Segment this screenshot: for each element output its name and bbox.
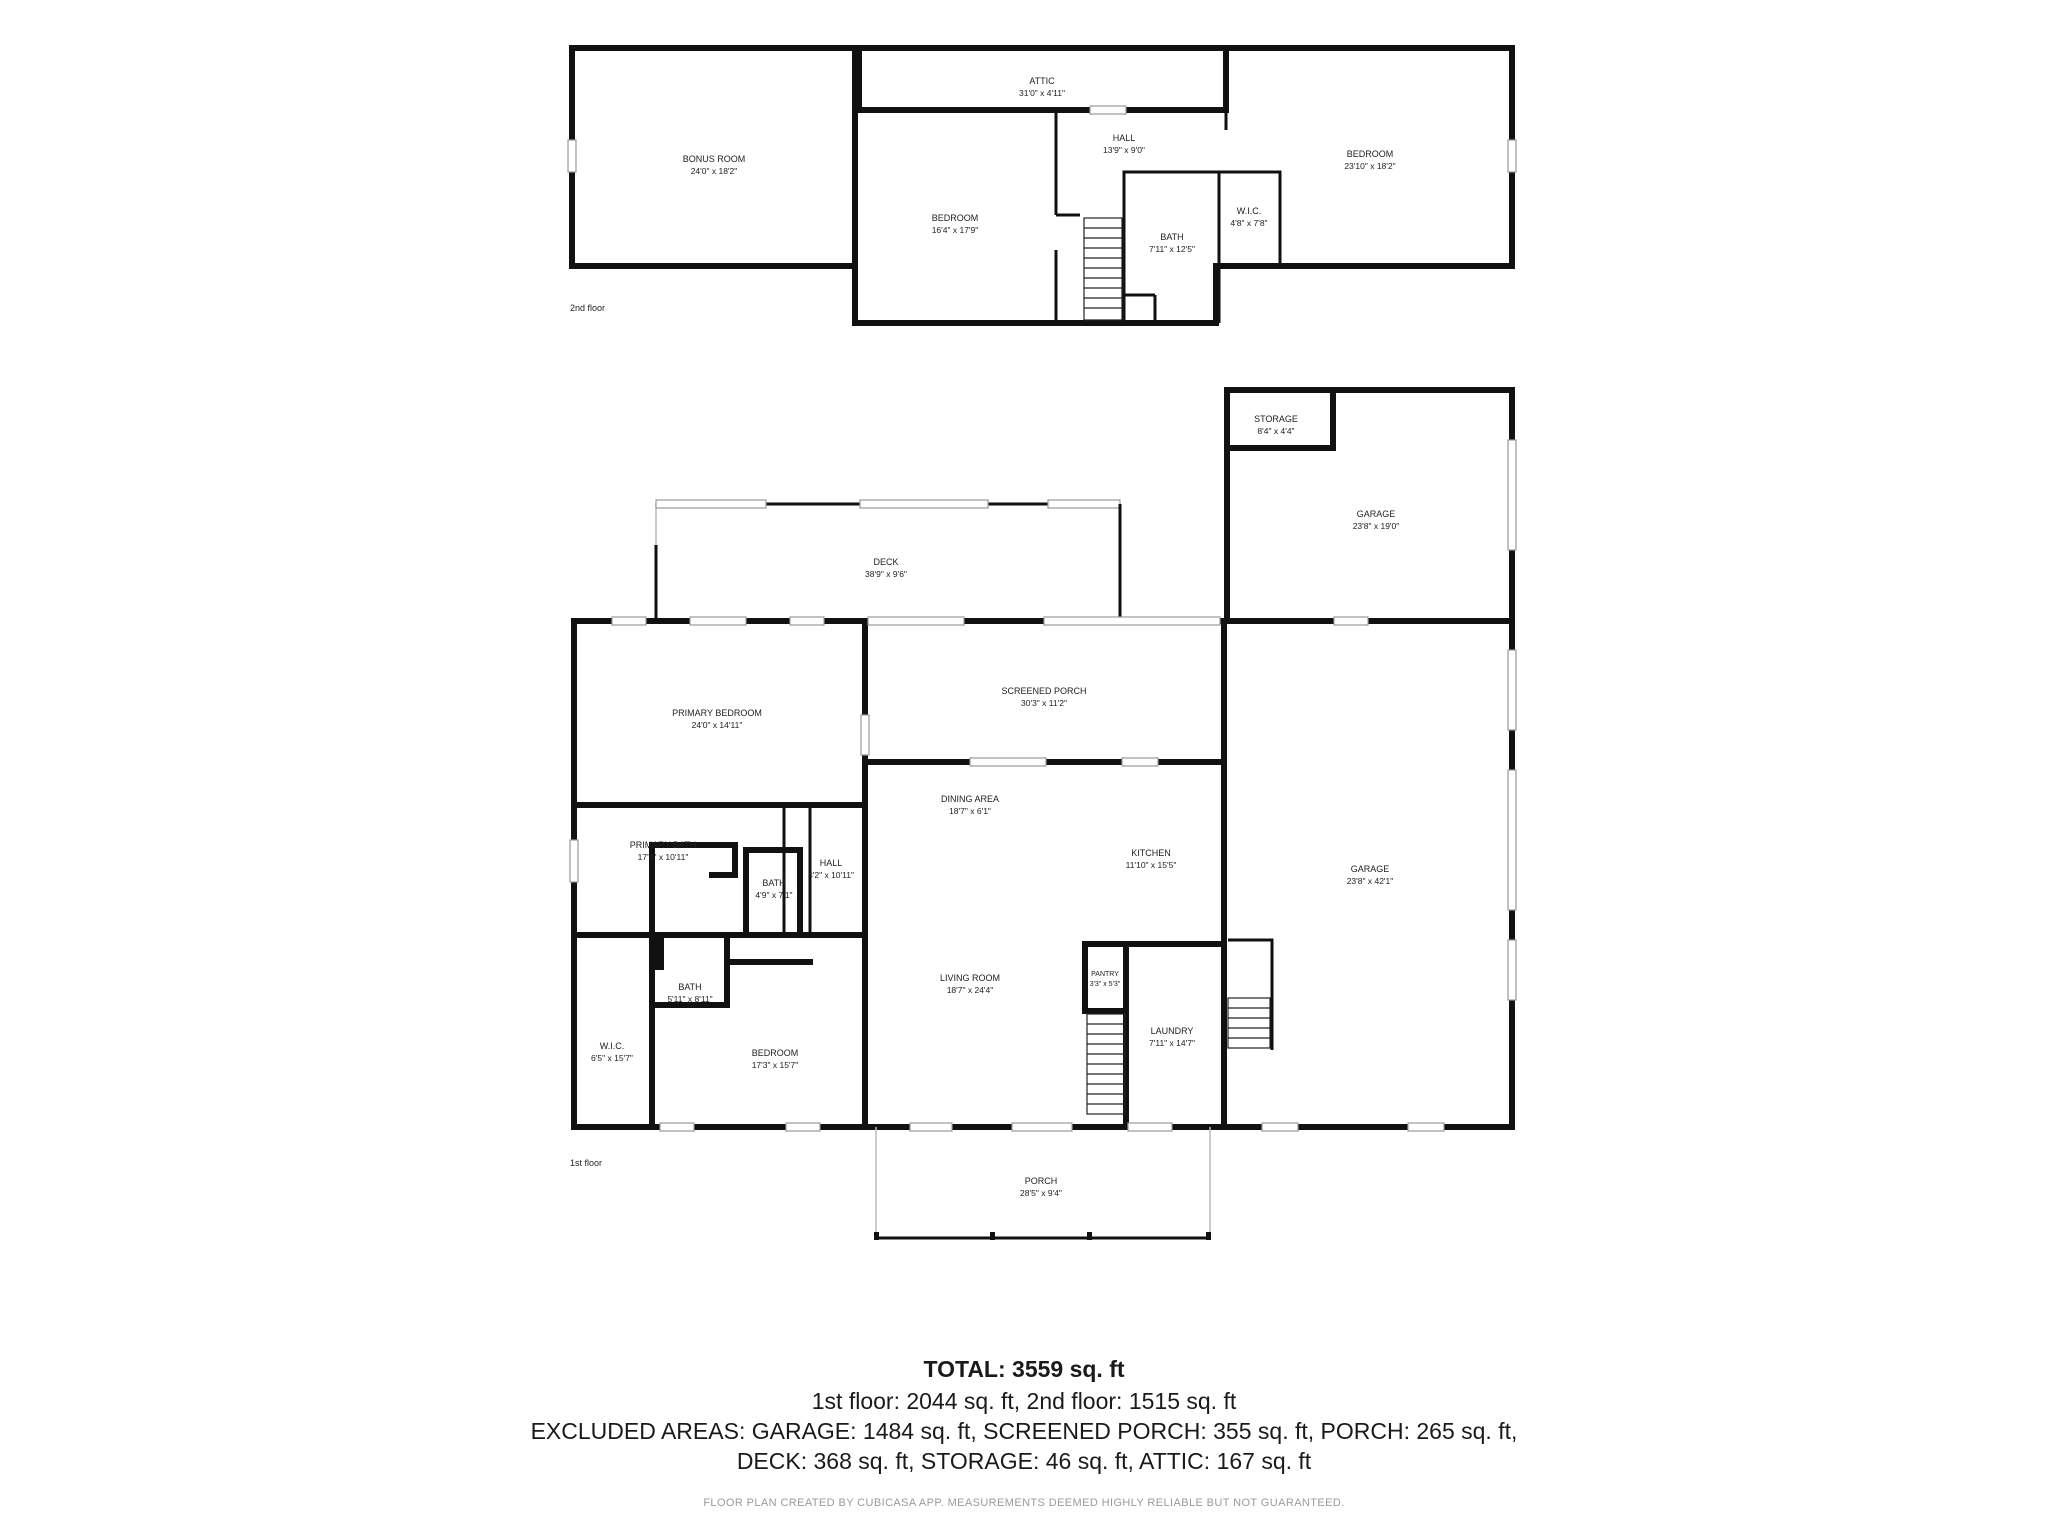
excluded-areas-line-2: DECK: 368 sq. ft, STORAGE: 46 sq. ft, AT… [736,1448,1312,1474]
floor-areas: 1st floor: 2044 sq. ft, 2nd floor: 1515 … [811,1388,1237,1414]
floor-label: 1st floor [570,1158,602,1168]
room-name: W.I.C. [600,1041,625,1051]
room-name: PORCH [1025,1176,1058,1186]
room-dim: 11'10" x 15'5" [1126,860,1177,870]
room-name: LAUNDRY [1151,1026,1194,1036]
room-dim: 18'7" x 6'1" [949,806,991,816]
room-name: HALL [1113,133,1136,143]
room-name: BEDROOM [752,1048,799,1058]
room-dim: 28'5" x 9'4" [1020,1188,1062,1198]
room-name: DECK [873,557,898,567]
room-dim: 23'8" x 42'1" [1347,876,1394,886]
room-name: GARAGE [1357,509,1396,519]
room-name: PRIMARY BEDROOM [672,708,762,718]
room-name: ATTIC [1029,76,1055,86]
room-name: KITCHEN [1131,848,1171,858]
room-dim: 5'11" x 8'11" [667,994,712,1004]
room-dim: 7'11" x 12'5" [1149,244,1195,254]
room-dim: 31'0" x 4'11" [1019,88,1065,98]
room-dim: 4'8" x 7'8" [1230,218,1267,228]
room-name: HALL [820,858,843,868]
total-area: TOTAL: 3559 sq. ft [923,1356,1125,1382]
room-name: LIVING ROOM [940,973,1000,983]
room-dim: 38'9" x 9'6" [865,569,907,579]
excluded-areas-line-1: EXCLUDED AREAS: GARAGE: 1484 sq. ft, SCR… [530,1418,1518,1444]
room-dim: 16'4" x 17'9" [932,225,979,235]
stairs-icon [1083,217,1123,321]
room-dim: 8'4" x 4'4" [1257,426,1294,436]
room-dim: 6'5" x 15'7" [591,1053,633,1063]
room-dim: 4'9" x 7'1" [755,890,792,900]
room-dim: 13'9" x 9'0" [1103,145,1145,155]
room-dim: 18'7" x 24'4" [947,985,994,995]
room-name: GARAGE [1351,864,1390,874]
room-dim: 23'8" x 19'0" [1353,521,1400,531]
disclaimer: FLOOR PLAN CREATED BY CUBICASA APP. MEAS… [703,1497,1345,1509]
room-name: PRIMARY BATH [630,840,697,850]
room-name: BATH [1160,232,1183,242]
stairs-icon [1227,938,1274,1050]
room-dim: 17'4" x 10'11" [638,852,689,862]
room-name: BATH [762,878,785,888]
room-name: W.I.C. [1237,206,1262,216]
room-name: BATH [678,982,701,992]
room-name: DINING AREA [941,794,999,804]
room-dim: 23'10" x 18'2" [1344,161,1395,171]
room-dim: 30'3" x 11'2" [1021,698,1067,708]
room-dim: 3'3" x 5'3" [1090,981,1121,988]
room-dim: 24'0" x 18'2" [691,166,738,176]
floor-label: 2nd floor [570,303,605,313]
room-name: SCREENED PORCH [1001,686,1086,696]
room-dim: 24'0" x 14'11" [692,720,743,730]
stairs-icon [1086,1013,1126,1115]
room-name: STORAGE [1254,414,1298,424]
room-dim: 4'2" x 10'11" [808,870,854,880]
room-dim: 7'11" x 14'7" [1149,1038,1195,1048]
second-floor-plan: BONUS ROOM 24'0" x 18'2" ATTIC 31'0" x 4… [567,45,1517,326]
room-name: BEDROOM [932,213,979,223]
room-dim: 17'3" x 15'7" [752,1060,799,1070]
room-name: BONUS ROOM [683,154,746,164]
first-floor-plan: STORAGE 8'4" x 4'4" GARAGE 23'8" x 19'0"… [569,387,1517,1240]
room-name: BEDROOM [1347,149,1394,159]
room-name: PANTRY [1091,971,1119,978]
